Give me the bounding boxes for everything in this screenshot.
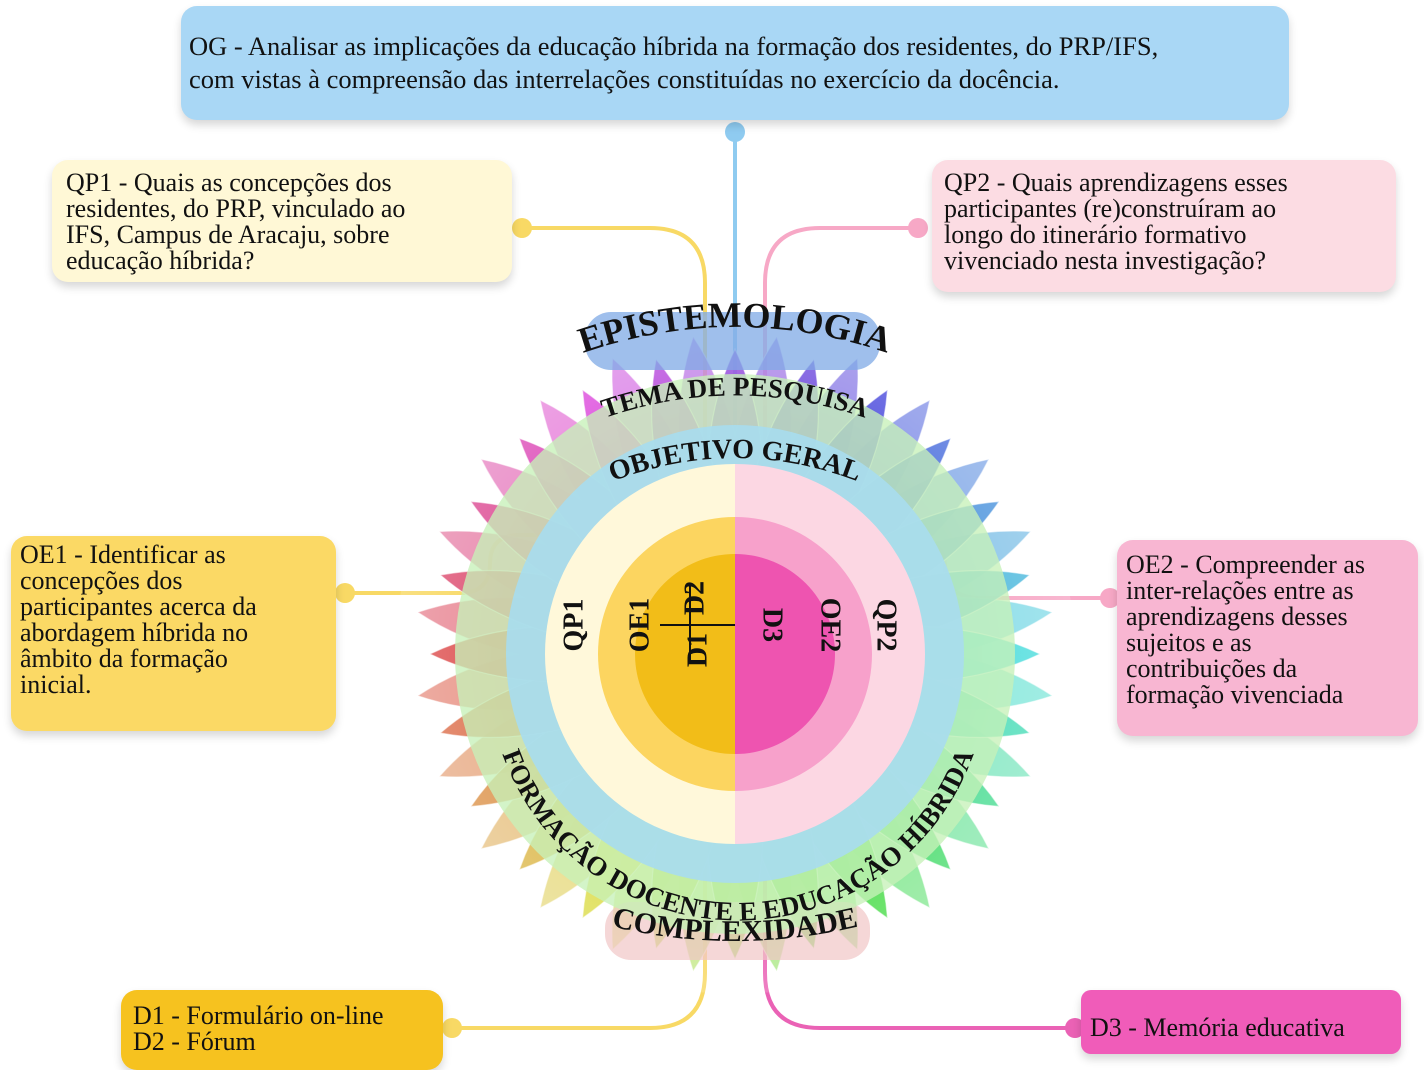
qp1-line: residentes, do PRP, vinculado ao xyxy=(66,194,406,223)
center-label-d3: D3 xyxy=(757,608,788,642)
center-label-d1: D1 xyxy=(682,633,713,667)
d-left-half xyxy=(635,554,735,754)
d1-d2-box: D1 - Formulário on-line D2 - Fórum xyxy=(121,990,443,1070)
connector-dot-d12 xyxy=(442,1018,462,1038)
connector-dot-d3 xyxy=(1065,1018,1085,1038)
oe1-line: inicial. xyxy=(20,670,92,699)
qp2-line: participantes (re)construíram ao xyxy=(944,194,1277,223)
center-label-d2: D2 xyxy=(679,581,710,615)
d3-box: D3 - Memória educativa xyxy=(1081,990,1401,1054)
d3-line: D3 - Memória educativa xyxy=(1090,1013,1345,1042)
oe2-line: formação vivenciada xyxy=(1126,680,1344,709)
epistemologia-band xyxy=(585,312,880,370)
d12-line: D1 - Formulário on-line xyxy=(133,1001,384,1030)
connector-dot-oe2 xyxy=(1100,588,1120,608)
oe2-line: sujeitos e as xyxy=(1126,628,1252,657)
connector-dot-qp2 xyxy=(908,218,928,238)
qp2-line: QP2 - Quais aprendizagens esses xyxy=(944,168,1288,197)
center-label-qp1: QP1 xyxy=(558,599,589,652)
qp1-line: IFS, Campus de Aracaju, sobre xyxy=(66,220,390,249)
oe2-line: OE2 - Compreender as xyxy=(1126,550,1365,579)
oe2-line: inter-relações entre as xyxy=(1126,576,1354,605)
connector-dot-qp1 xyxy=(512,218,532,238)
connector-dot-oe1 xyxy=(335,583,355,603)
center-label-oe2: OE2 xyxy=(815,598,846,652)
d12-line: D2 - Fórum xyxy=(133,1027,256,1056)
d3-half xyxy=(735,554,835,754)
connector-dot-og xyxy=(725,122,745,142)
qp1-box: QP1 - Quais as concepções dos residentes… xyxy=(52,160,512,282)
oe1-line: participantes acerca da xyxy=(20,592,257,621)
oe1-line: abordagem híbrida no xyxy=(20,618,249,647)
qp2-box: QP2 - Quais aprendizagens esses particip… xyxy=(932,160,1396,292)
oe2-box: OE2 - Compreender as inter-relações entr… xyxy=(1117,540,1418,736)
og-line: OG - Analisar as implicações da educação… xyxy=(189,31,1159,61)
og-line: com vistas à compreensão das interrelaçõ… xyxy=(189,63,1060,94)
center-label-oe1: OE1 xyxy=(624,598,655,652)
oe2-line: contribuições da xyxy=(1126,654,1298,683)
oe1-line: âmbito da formação xyxy=(20,644,228,673)
oe1-box: OE1 - Identificar as concepções dos part… xyxy=(11,536,336,731)
og-box: OG - Analisar as implicações da educação… xyxy=(181,6,1289,120)
center-label-qp2: QP2 xyxy=(871,599,902,652)
qp1-line: educação híbrida? xyxy=(66,246,255,275)
qp1-line: QP1 - Quais as concepções dos xyxy=(66,168,392,197)
oe1-line: OE1 - Identificar as xyxy=(20,540,226,569)
qp2-line: vivenciado nesta investigação? xyxy=(944,246,1266,275)
oe2-line: aprendizagens desses xyxy=(1126,602,1348,631)
qp2-line: longo do itinerário formativo xyxy=(944,220,1247,249)
oe1-line: concepções dos xyxy=(20,566,183,595)
connector-qp2 xyxy=(763,226,918,560)
connector-qp1 xyxy=(522,226,707,560)
